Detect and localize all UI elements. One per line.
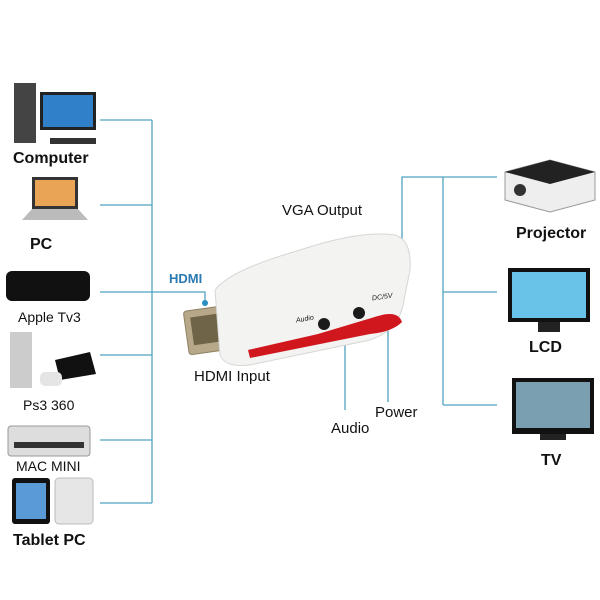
device-label-lcd: LCD	[529, 339, 562, 356]
hdmi-label: HDMI	[169, 271, 203, 286]
game-console-icon	[10, 332, 96, 388]
device-label-tablet-pc: Tablet PC	[13, 532, 86, 549]
device-label-projector: Projector	[516, 225, 587, 242]
desktop-computer-icon	[14, 83, 96, 144]
audio-label: Audio	[331, 420, 370, 437]
lcd-monitor-icon	[508, 268, 590, 332]
mac-mini-icon	[7, 425, 91, 457]
projector-icon	[504, 159, 596, 213]
laptop-icon	[22, 177, 88, 220]
device-label-tv: TV	[541, 452, 562, 469]
left-branches	[100, 119, 152, 504]
apple-tv-icon	[6, 271, 90, 301]
tv-icon	[512, 378, 594, 440]
right-branches	[443, 176, 497, 406]
device-label-apple-tv: Apple Tv3	[18, 309, 81, 325]
power-label: Power	[375, 404, 418, 421]
hdmi-line	[100, 291, 206, 303]
hdmi-input-label: HDMI Input	[194, 368, 270, 385]
device-label-computer: Computer	[13, 150, 89, 167]
device-label-ps3-360: Ps3 360	[23, 397, 75, 413]
vga-line	[401, 176, 443, 260]
vga-output-label: VGA Output	[282, 202, 363, 219]
device-label-mac-mini: MAC MINI	[16, 458, 81, 474]
adapter-image	[183, 233, 411, 366]
tablet-icon	[12, 477, 94, 525]
device-label-pc: PC	[30, 236, 53, 253]
